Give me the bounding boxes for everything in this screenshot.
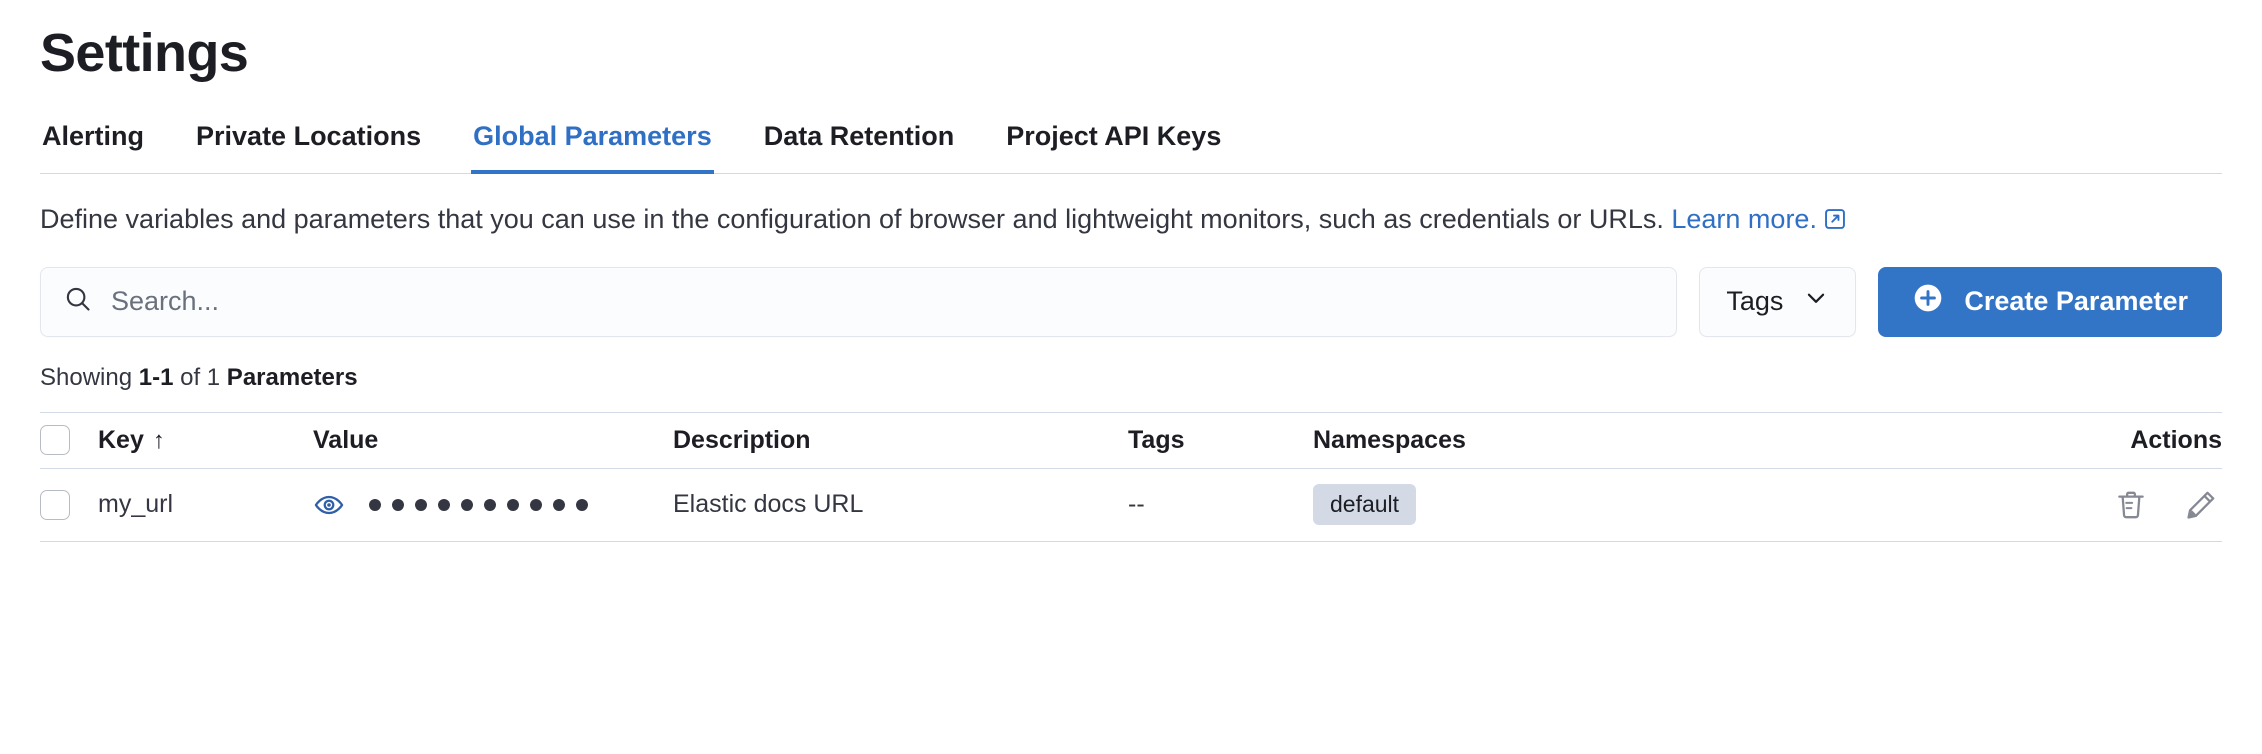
column-header-description: Description: [673, 411, 1128, 469]
sort-ascending-icon: ↑: [152, 426, 165, 454]
cell-description: Elastic docs URL: [673, 468, 1128, 542]
table-header-row: Key ↑ Value Description Tags Namespaces A…: [40, 411, 2222, 469]
page-description: Define variables and parameters that you…: [40, 200, 2222, 240]
plus-circle-icon: [1912, 282, 1944, 321]
showing-prefix: Showing: [40, 363, 139, 391]
cell-key: my_url: [98, 468, 313, 542]
select-all-cell: [40, 411, 98, 469]
search-input[interactable]: [111, 267, 1655, 336]
column-label-key: Key: [98, 425, 144, 454]
search-box[interactable]: [40, 266, 1678, 337]
column-header-namespaces: Namespaces: [1313, 411, 1838, 469]
page-title: Settings: [40, 23, 249, 83]
external-link-icon: [1824, 202, 1846, 240]
cell-namespaces: default: [1313, 468, 1838, 542]
column-header-tags: Tags: [1128, 411, 1313, 469]
column-header-value: Value: [313, 411, 673, 469]
learn-more-link[interactable]: Learn more.: [1671, 204, 1817, 235]
chevron-down-icon: [1803, 285, 1829, 318]
column-header-actions: Actions: [1838, 411, 2222, 469]
table-header: Key ↑ Value Description Tags Namespaces A…: [40, 411, 2222, 469]
showing-total: 1: [206, 363, 221, 391]
tab-private-locations[interactable]: Private Locations: [196, 121, 422, 152]
controls-row: Tags Create Parameter: [40, 266, 2222, 337]
row-select-cell: [40, 468, 98, 542]
create-parameter-button[interactable]: Create Parameter: [1878, 266, 2222, 337]
table-row: my_url: [40, 468, 2222, 542]
tab-global-parameters[interactable]: Global Parameters: [471, 120, 714, 175]
settings-tabs: Alerting Private Locations Global Parame…: [40, 120, 2222, 175]
select-all-checkbox[interactable]: [40, 425, 70, 456]
table-body: my_url: [40, 468, 2222, 542]
cell-value: [313, 468, 673, 542]
trash-icon[interactable]: [2114, 488, 2148, 522]
parameters-table: Key ↑ Value Description Tags Namespaces A…: [40, 411, 2222, 542]
cell-actions: [1838, 468, 2222, 542]
pencil-icon[interactable]: [2184, 488, 2218, 522]
showing-of: of: [173, 363, 207, 391]
tab-data-retention[interactable]: Data Retention: [763, 121, 955, 152]
eye-icon[interactable]: [313, 489, 345, 521]
description-text: Define variables and parameters that you…: [40, 204, 1672, 235]
search-icon: [63, 284, 93, 319]
tab-project-api-keys[interactable]: Project API Keys: [1006, 121, 1222, 152]
row-checkbox[interactable]: [40, 489, 70, 520]
tab-alerting[interactable]: Alerting: [42, 121, 145, 152]
tags-filter-label: Tags: [1726, 286, 1784, 317]
masked-value: [369, 498, 588, 511]
tags-filter-button[interactable]: Tags: [1699, 266, 1857, 337]
namespace-badge: default: [1313, 483, 1417, 526]
cell-tags: --: [1128, 468, 1313, 542]
column-header-key[interactable]: Key ↑: [98, 411, 313, 469]
results-count: Showing 1-1 of 1 Parameters: [40, 364, 2222, 393]
showing-range: 1-1: [138, 363, 174, 391]
showing-noun: Parameters: [220, 363, 358, 391]
create-parameter-label: Create Parameter: [1964, 286, 2188, 317]
